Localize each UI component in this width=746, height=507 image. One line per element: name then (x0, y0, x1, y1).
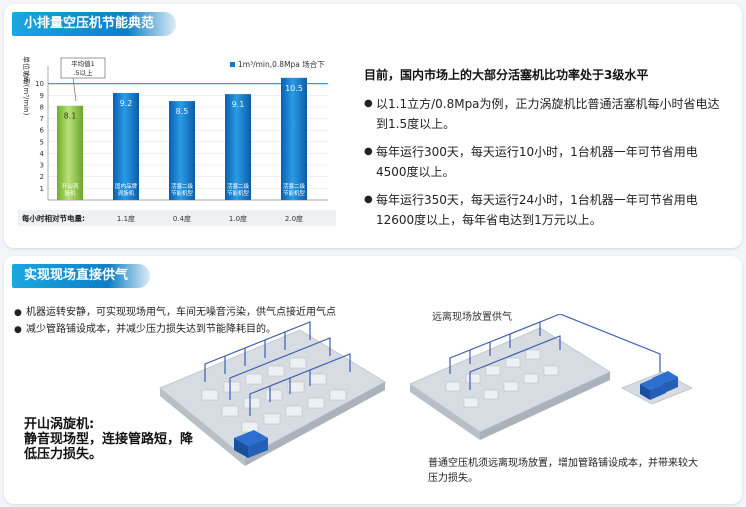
y-tick-label: 8 (40, 103, 44, 111)
remote-plant-illustration (408, 314, 694, 440)
power-comparison-chart: 1 2 3 4 5 6 7 8 9 10 单位功率 Kw/(m³/min) 8.1 开山涡旋机 9.2… (18, 52, 336, 228)
bar-value-label: 8.5 (176, 107, 189, 116)
savings-value: 1.1度 (117, 214, 135, 223)
chart-legend: 1m³/min,0.8Mpa 场合下 (230, 59, 325, 69)
savings-row-bg (18, 210, 336, 226)
y-tick-label: 2 (40, 173, 44, 181)
y-axis-label-cn: 单位功率 (22, 56, 31, 84)
floor-edge (410, 384, 480, 440)
legend-text: 1m³/min,0.8Mpa 场合下 (238, 59, 325, 69)
bar-value-label: 8.1 (64, 112, 77, 121)
average-callout: 平均值1 .5以上 (60, 57, 106, 102)
short-pipeline (204, 321, 351, 416)
far-placement-description: 普通空压机须远离现场放置，增加管路铺设成本，并带来较大压力损失。 (428, 458, 698, 484)
y-tick-label: 7 (40, 115, 44, 123)
bar-value-label: 10.5 (285, 84, 303, 93)
y-tick-label: 5 (40, 138, 44, 146)
compressor-unit (234, 430, 268, 458)
savings-value: 1.0度 (229, 214, 247, 223)
y-tick-label: 1 (40, 185, 44, 193)
savings-row-label: 每小时相对节电量: (22, 213, 85, 223)
summary-bullet: 以1.1立方/0.8Mpa为例，正力涡旋机比普通活塞机每小时省电达到1.5度以上… (364, 94, 720, 134)
y-tick-label: 4 (40, 150, 45, 158)
callout-text-line2: .5以上 (73, 68, 93, 77)
legend-swatch (230, 62, 235, 67)
section-title-onsite: 实现现场直接供气 (12, 264, 151, 288)
category-label: 节能机型 (227, 189, 250, 197)
bar (225, 94, 251, 200)
y-axis-label: Kw/(m³/min) (22, 72, 30, 116)
bar (281, 77, 307, 200)
long-pipeline (449, 314, 661, 390)
category-label: 开山涡 (62, 182, 79, 190)
remote-compressor-units (640, 371, 678, 400)
machine-grid (201, 357, 347, 433)
onsite-bullet: 机器运转安静，可实现现场用气，车间无噪音污染，供气点接近用气点 (14, 306, 336, 320)
y-tick-label: 3 (40, 162, 44, 170)
far-placement-label: 远离现场放置供气 (432, 312, 512, 323)
category-label: 旋机 (64, 189, 76, 197)
onsite-plant-illustration (159, 321, 387, 466)
y-tick-label: 9 (40, 92, 44, 100)
bar (113, 92, 139, 200)
category-label: 活塞二级 (171, 182, 194, 190)
category-label: 节能机型 (283, 189, 306, 197)
category-label: 活塞二级 (227, 182, 250, 190)
onsite-bullet: 减少管路铺设成本，并减少压力损失达到节能降耗目的。 (14, 323, 276, 337)
section-title-energy: 小排量空压机节能典范 (12, 12, 177, 36)
floor-edge (480, 372, 610, 440)
machine-grid (445, 349, 559, 408)
y-tick-label: 6 (40, 127, 45, 135)
floor-edge (160, 388, 245, 466)
category-label: 国内品牌 (115, 182, 138, 190)
callout-text-line1: 平均值1 (71, 59, 95, 68)
category-label: 活塞二级 (283, 182, 306, 190)
category-label: 节能机型 (171, 189, 194, 197)
product-description: 静音现场型，连接管路短，降低压力损失。 (24, 432, 194, 462)
floor-edge (245, 382, 385, 466)
product-title: 开山涡旋机: (24, 417, 95, 432)
summary-bullet: 每年运行300天，每天运行10小时，1台机器一年可节省用电4500度以上。 (364, 142, 720, 182)
bar-group: 8.1 开山涡旋机 (57, 105, 83, 200)
bar-value-label: 9.1 (232, 100, 245, 109)
bar (169, 101, 195, 200)
savings-value: 2.0度 (285, 214, 303, 223)
summary-headline: 目前，国内市场上的大部分活塞机比功率处于3级水平 (364, 68, 649, 82)
bar-value-label: 9.2 (120, 99, 133, 108)
summary-bullet: 每年运行350天，每天运行24小时，1台机器一年可节省用电12600度以上，每年… (364, 190, 720, 230)
category-label: 涡旋机 (118, 189, 135, 197)
bar (57, 105, 83, 200)
y-tick-label: 10 (35, 80, 44, 88)
savings-value: 0.4度 (173, 214, 191, 223)
